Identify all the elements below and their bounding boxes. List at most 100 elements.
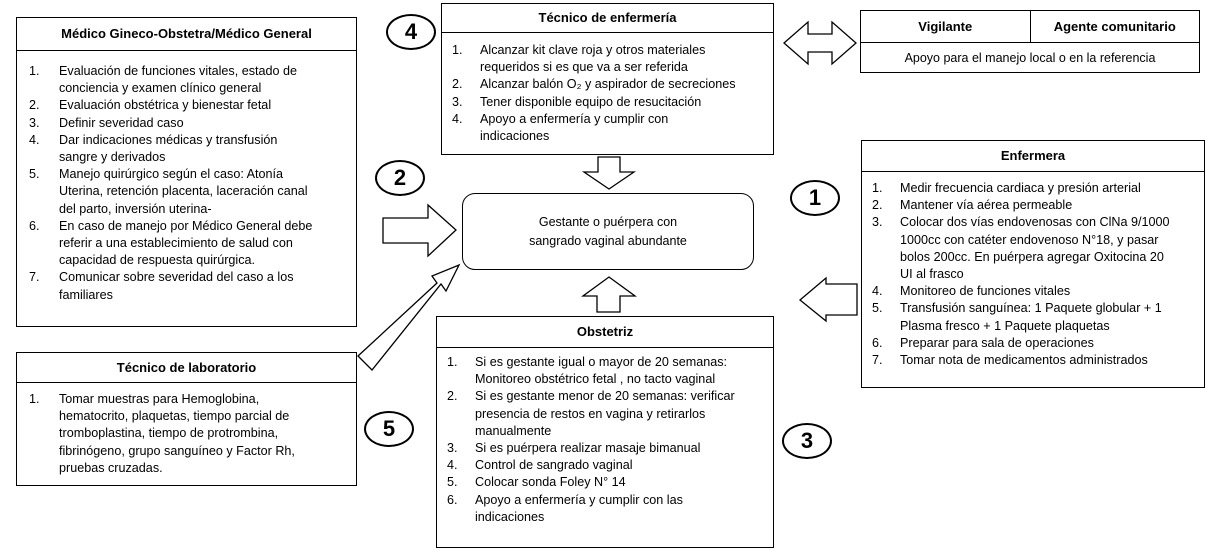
- item-text-line: bolos 200cc. En puérpera agregar Oxitoci…: [900, 249, 1164, 264]
- item-text-line: presencia de restos en vagina y retirarl…: [475, 406, 706, 421]
- item-text-line: conciencia y examen clínico general: [59, 81, 262, 96]
- item-text-line: Colocar sonda Foley N° 14: [475, 475, 626, 490]
- item-text-line: Alcanzar kit clave roja y otros material…: [480, 43, 706, 57]
- item-text-line: capacidad de respuesta quirúrgica.: [59, 253, 256, 268]
- double-arrow-vigilante: [783, 20, 857, 66]
- step-number-5: 5: [364, 411, 414, 447]
- item-text-line: del parto, inversión uterina-: [59, 201, 212, 216]
- central-case-line-2: sangrado vaginal abundante: [529, 233, 687, 248]
- item-text-line: Monitoreo de funciones vitales: [900, 284, 1071, 299]
- obstetriz-item: 2.Si es gestante menor de 20 semanas: ve…: [437, 388, 773, 440]
- item-number: 2.: [872, 198, 883, 213]
- item-text-line: Tomar nota de medicamentos administrados: [900, 353, 1148, 368]
- item-number: 1.: [29, 64, 40, 78]
- item-number: 6.: [447, 492, 458, 507]
- item-number: 7.: [872, 353, 883, 368]
- tecnico-enfermeria-list: 1. Alcanzar kit clave roja y otros materi…: [442, 42, 773, 145]
- tecnico-enfermeria-box: Técnico de enfermería 1. Alcanzar kit cla…: [441, 3, 774, 155]
- medico-title: Médico Gineco-Obstetra/Médico General: [17, 18, 356, 51]
- central-case-line-1: Gestante o puérpera con: [538, 214, 678, 229]
- laboratorio-item: 1.Tomar muestras para Hemoglobina,hemato…: [17, 391, 356, 477]
- laboratorio-box: Técnico de laboratorio 1. Tomar muestras …: [16, 352, 357, 486]
- medico-item: 7. Comunicar sobre severidad del caso a l…: [17, 269, 356, 303]
- item-text-line: familiares: [59, 287, 113, 302]
- item-number: 6.: [872, 335, 883, 350]
- laboratorio-list: 1.Tomar muestras para Hemoglobina,hemato…: [17, 391, 356, 477]
- tecnico-enfermeria-title: Técnico de enfermería: [442, 4, 773, 33]
- item-number: 2.: [452, 77, 463, 92]
- item-number: 6.: [29, 218, 40, 233]
- item-text-line: UI al frasco: [900, 267, 964, 282]
- obstetriz-item: 5. Colocar sonda Foley N° 14: [437, 474, 773, 491]
- item-text-line: Plasma fresco + 1 Paquete plaquetas: [900, 318, 1110, 333]
- arrow-from-medico: [382, 203, 457, 258]
- laboratorio-title: Técnico de laboratorio: [17, 353, 356, 383]
- obstetriz-box: Obstetriz 1.Si es gestante igual o mayor…: [436, 316, 774, 548]
- item-text-line: fibrinógeno, grupo sanguíneo y Factor Rh…: [59, 443, 295, 458]
- tecnico-enf-item: 3.Tener disponible equipo de resucitació…: [442, 94, 773, 111]
- vigilante-description: Apoyo para el manejo local o en la refer…: [904, 51, 1156, 65]
- item-number: 7.: [29, 270, 40, 285]
- item-number: 4.: [447, 458, 458, 473]
- medico-item: 4.Dar indicaciones médicas y transfusión…: [17, 132, 356, 166]
- item-number: 5.: [872, 301, 883, 316]
- item-text-line: Dar indicaciones médicas y transfusión: [59, 132, 278, 147]
- obstetriz-item: 4. Control de sangrado vaginal: [437, 457, 773, 474]
- item-text-line: Apoyo a enfermería y cumplir con: [480, 111, 669, 126]
- arrow-from-enfermera: [798, 276, 858, 323]
- enfermera-item: 5. Transfusión sanguínea: 1 Paquete globu…: [862, 300, 1204, 334]
- obstetriz-item: 1.Si es gestante igual o mayor de 20 sem…: [437, 354, 773, 388]
- vigilante-label: Vigilante: [861, 11, 1031, 42]
- item-text-line: Tomar muestras para Hemoglobina,: [59, 392, 260, 406]
- medico-item: 1.Evaluación de funciones vitales, estad…: [17, 63, 356, 97]
- step-number-2: 2: [375, 160, 425, 196]
- medico-box: Médico Gineco-Obstetra/Médico General 1.…: [16, 17, 357, 327]
- item-text-line: Tener disponible equipo de resucitación: [480, 94, 702, 109]
- item-text-line: referir a una establecimiento de salud c…: [59, 236, 293, 251]
- item-text-line: En caso de manejo por Médico General deb…: [59, 218, 313, 233]
- item-number: 5.: [447, 475, 458, 490]
- item-text-line: manualmente: [475, 423, 552, 438]
- tecnico-enf-item: 2. Alcanzar balón O₂ y aspirador de secre…: [442, 76, 773, 93]
- item-text-line: indicaciones: [480, 129, 550, 144]
- enfermera-item: 6. Preparar para sala de operaciones: [862, 335, 1204, 352]
- item-text-line: Colocar dos vías endovenosas con ClNa 9/…: [900, 215, 1170, 230]
- item-number: 1.: [872, 181, 883, 195]
- item-number: 3.: [447, 441, 458, 456]
- obstetriz-item: 3.Si es puérpera realizar masaje bimanua…: [437, 440, 773, 457]
- arrow-from-tecnico-enfermeria: [581, 156, 637, 190]
- item-text-line: 1000cc con catéter endovenoso N°18, y pa…: [900, 232, 1159, 247]
- item-number: 1.: [452, 43, 463, 57]
- medico-item: 2.Evaluación obstétrica y bienestar feta…: [17, 97, 356, 114]
- item-text-line: sangre y derivados: [59, 150, 166, 165]
- step-number-3: 3: [782, 423, 832, 459]
- item-number: 4.: [872, 284, 883, 299]
- item-text-line: Transfusión sanguínea: 1 Paquete globula…: [900, 301, 1162, 316]
- step-number-1: 1: [790, 180, 840, 216]
- item-number: 1.: [29, 392, 40, 406]
- item-text-line: Si es gestante menor de 20 semanas: veri…: [475, 389, 735, 404]
- obstetriz-title: Obstetriz: [437, 317, 773, 348]
- item-text-line: Comunicar sobre severidad del caso a los: [59, 270, 294, 285]
- item-number: 1.: [447, 355, 458, 369]
- step-number-4: 4: [386, 14, 436, 50]
- agente-comunitario-label: Agente comunitario: [1053, 19, 1176, 34]
- tecnico-enf-item: 4. Apoyo a enfermería y cumplir con indica…: [442, 111, 773, 145]
- item-text-line: Alcanzar balón O₂ y aspirador de secreci…: [480, 77, 736, 92]
- central-case-box: Gestante o puérpera con sangrado vaginal…: [462, 193, 754, 270]
- item-text-line: Monitoreo obstétrico fetal , no tacto va…: [475, 372, 716, 387]
- medico-list: 1.Evaluación de funciones vitales, estad…: [17, 63, 356, 304]
- item-text-line: Preparar para sala de operaciones: [900, 335, 1094, 350]
- item-number: 2.: [29, 98, 40, 113]
- arrow-from-laboratorio: [357, 263, 461, 371]
- item-number: 4.: [452, 111, 463, 126]
- item-text-line: Control de sangrado vaginal: [475, 458, 633, 473]
- enfermera-item: 4. Monitoreo de funciones vitales: [862, 283, 1204, 300]
- enfermera-item: 2.Mantener vía aérea permeable: [862, 197, 1204, 214]
- item-text-line: Uterina, retención placenta, laceración …: [59, 184, 308, 199]
- enfermera-item: 7. Tomar nota de medicamentos administrad…: [862, 352, 1204, 369]
- item-text-line: tromboplastina, tiempo de protrombina,: [59, 426, 279, 441]
- tecnico-enf-item: 1. Alcanzar kit clave roja y otros materi…: [442, 42, 773, 76]
